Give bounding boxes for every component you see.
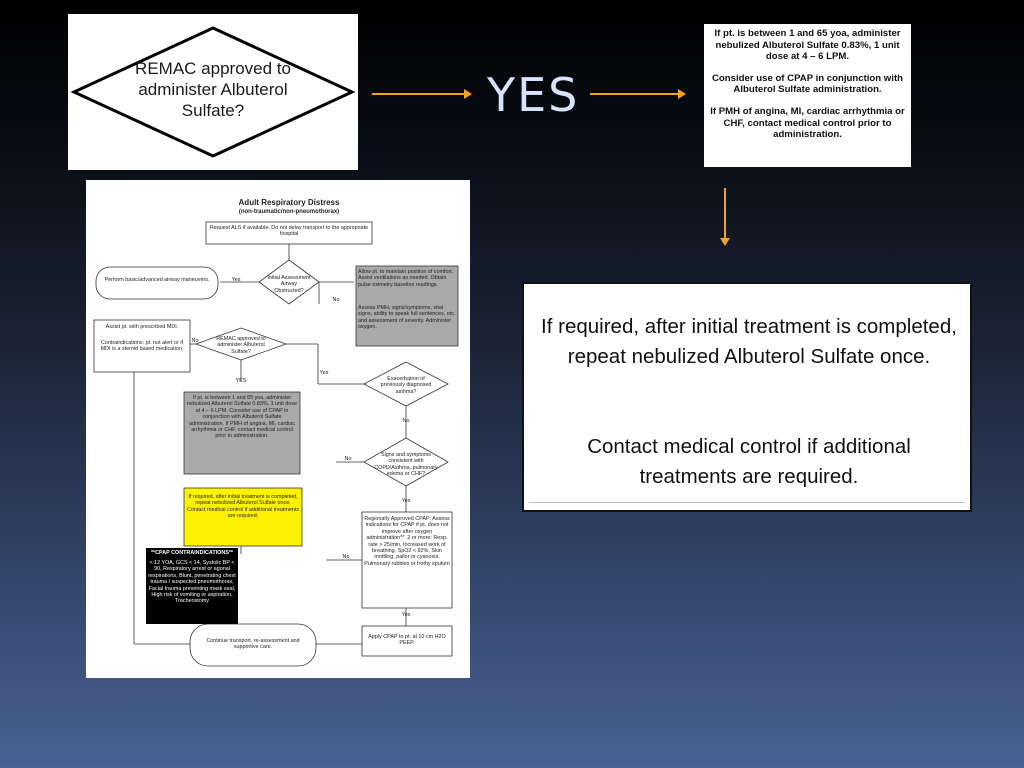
decision-diamond-shape — [70, 26, 356, 158]
repeat-inner-box: If required, after initial treatment is … — [529, 290, 965, 503]
flow-apply-cpap: Apply CPAP to pt. at 10 cm H2O PEEP. — [368, 634, 446, 647]
flow-lbl-no-4: No — [342, 554, 350, 560]
flow-lbl-yes-3: Yes — [401, 498, 411, 504]
flow-contraindications: Contraindications: pt. not alert or if M… — [100, 340, 184, 353]
flow-lbl-yes-2: Yes — [319, 370, 329, 376]
repeat-line-2: Contact medical control if additional tr… — [587, 435, 911, 488]
arrow-to-admin — [590, 89, 686, 99]
flow-no-small: No — [191, 338, 199, 344]
flow-lbl-yes-4: Yes — [401, 612, 411, 618]
repeat-line-1: If required, after initial treatment is … — [541, 315, 957, 368]
flow-lbl-no-3: No — [344, 456, 352, 462]
admin-line-2: Consider use of CPAP in conjunction with… — [712, 72, 903, 96]
flow-lbl-yes-1: Yes — [231, 277, 241, 283]
repeat-instructions-panel: If required, after initial treatment is … — [522, 282, 972, 512]
yes-label: YES — [487, 68, 580, 122]
flow-cpap-contra-list: < 12 YOA, GCS < 14, Systolic BP < 90, Re… — [148, 560, 236, 605]
flow-remac-small: REMAC approved to administer Albuterol S… — [216, 336, 266, 355]
flow-exacerbation: Exacerbation of previously diagnosed ast… — [380, 376, 432, 395]
flow-lbl-no-1: No — [332, 297, 340, 303]
arrow-down-to-repeat — [720, 188, 730, 246]
flow-airway-mgmt: Perform basic/advanced airway maneuvers. — [104, 277, 210, 283]
flow-assist-pt: Assist pt. with prescribed MDI. — [105, 324, 179, 330]
admin-line-3: If PMH of angina, MI, cardiac arrhythmia… — [710, 105, 905, 141]
admin-line-1: If pt. is between 1 and 65 yoa, administ… — [714, 28, 901, 63]
diamond-question-text: REMAC approved to administer Albuterol S… — [135, 59, 291, 120]
diamond-panel: REMAC approved to administer Albuterol S… — [68, 14, 358, 170]
flow-initial-assessment: Initial Assessment Airway Obstructed? — [267, 275, 311, 294]
flow-assess-pmh: Assess PMH, signs/symptoms, vital signs,… — [358, 305, 456, 331]
flow-cpap-contra-title: **CPAP CONTRAINDICATIONS** — [150, 550, 234, 556]
flow-allow-position: Allow pt. to maintain position of comfor… — [358, 269, 454, 288]
flow-repeat-small: If required, after initial treatment is … — [186, 494, 300, 520]
flow-lbl-no-2: No — [402, 418, 410, 424]
flowchart-connectors — [93, 221, 459, 667]
flowchart-thumbnail: Adult Respiratory Distress (non-traumati… — [86, 180, 470, 678]
flow-cpap-indications: Regionally Approved CPAP: Assess indicat… — [364, 516, 450, 567]
flow-title: Adult Respiratory Distress — [238, 198, 340, 207]
flow-signs-symptoms: Signs and symptoms consistent with COPD/… — [374, 452, 438, 478]
admin-instructions-panel: If pt. is between 1 and 65 yoa, administ… — [704, 24, 911, 167]
flow-admin-small: If pt. is between 1 and 65 yoa, administ… — [187, 395, 297, 440]
flow-continue-transport: Continue transport, re-assessment and su… — [206, 638, 300, 651]
arrow-to-yes — [372, 89, 472, 99]
flow-subtitle: (non-traumatic/non-pneumothorax) — [238, 209, 340, 215]
flow-yes-small: YES — [235, 378, 247, 384]
flow-request: Request ALS if available. Do not delay t… — [209, 225, 369, 238]
